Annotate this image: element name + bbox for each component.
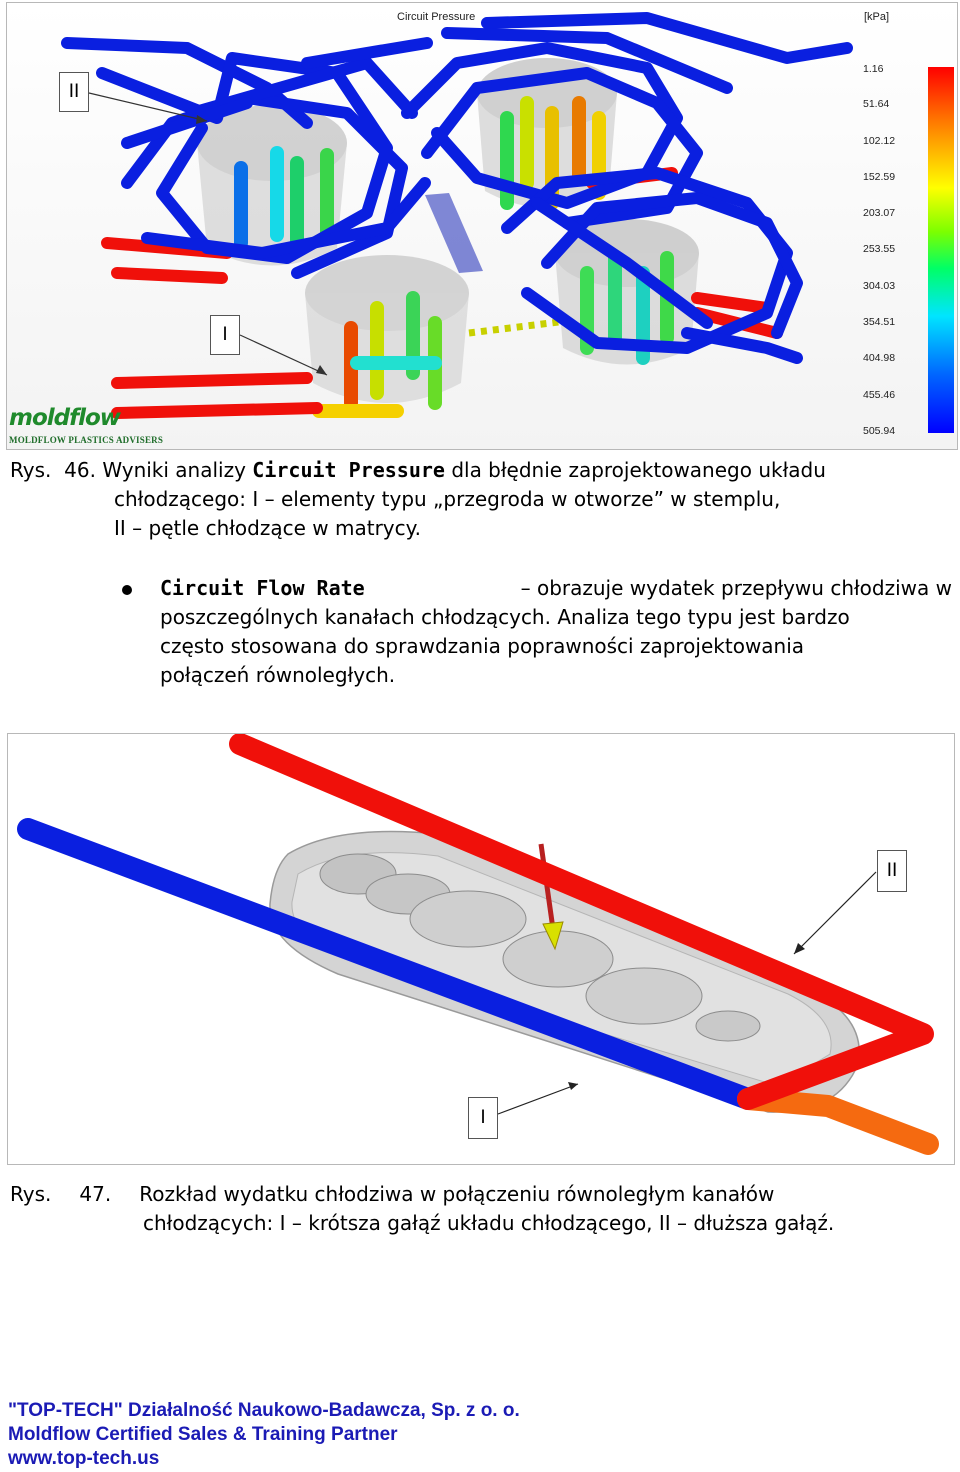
legend-value: 1.16 <box>863 63 884 75</box>
bullet-line-3: często stosowana do sprawdzania poprawno… <box>160 634 805 658</box>
callout-arrows <box>88 92 328 376</box>
bullet-line-4: połączeń równoległych. <box>160 663 396 687</box>
footer: "TOP-TECH" Działalność Naukowo-Badawcza,… <box>8 1399 520 1471</box>
bullet-line-2: poszczególnych kanałach chłodzących. Ana… <box>160 605 850 629</box>
legend-value: 354.51 <box>863 316 896 328</box>
bullet-dot <box>122 585 132 595</box>
bullet-paragraph: Circuit Flow Rate – obrazuje wydatek prz… <box>160 574 952 690</box>
moldflow-logo: moldflow <box>9 405 121 431</box>
legend-value: 455.46 <box>863 389 896 401</box>
legend-title: Circuit Pressure <box>397 11 476 23</box>
caption-number: 46. <box>64 458 96 482</box>
figure-circuit-pressure: II I Circuit Pressure [kPa] 1.16 51.64 1… <box>6 2 958 450</box>
caption-number: 47. <box>79 1182 112 1206</box>
legend-value: 404.98 <box>863 352 896 364</box>
legend-value: 203.07 <box>863 207 896 219</box>
caption-text: Wyniki analizy <box>102 458 246 482</box>
caption-figure-46: Rys. 46. Wyniki analizy Circuit Pressure… <box>10 456 954 543</box>
callout-label-ii: II <box>59 72 89 112</box>
caption-figure-47: Rys. 47. Rozkład wydatku chłodziwa w poł… <box>10 1180 954 1238</box>
figure-circuit-flow-rate: II I <box>7 733 955 1165</box>
legend-unit: [kPa] <box>864 11 890 23</box>
caption-label: Rys. <box>10 1182 52 1206</box>
legend-value: 253.55 <box>863 243 896 255</box>
legend-value: 102.12 <box>863 135 896 147</box>
caption-line-1-wrap: Rozkład wydatku chłodziwa w połączeniu r… <box>139 1180 954 1209</box>
caption-line-3: II – pętle chłodzące w matrycy. <box>114 516 421 540</box>
footer-partner: Moldflow Certified Sales & Training Part… <box>8 1424 398 1445</box>
callout-label-i: I <box>468 1097 498 1139</box>
legend-value: 152.59 <box>863 171 896 183</box>
caption-bold-term: Circuit Pressure <box>252 458 445 482</box>
caption-text: dla błędnie zaprojektowanego układu <box>451 458 826 482</box>
footer-website[interactable]: www.top-tech.us <box>8 1448 160 1469</box>
moldflow-logo-subtitle: MOLDFLOW PLASTICS ADVISERS <box>9 435 164 445</box>
legend-value: 505.94 <box>863 425 896 437</box>
legend-value: 304.03 <box>863 280 896 292</box>
caption-line-2: chłodzących: I – krótsza gałąź układu ch… <box>143 1211 835 1235</box>
callout-label-i: I <box>210 315 240 355</box>
caption-line-2: chłodzącego: I – elementy typu „przegrod… <box>114 487 781 511</box>
flow-rate-render <box>17 734 939 1155</box>
callout-label-ii: II <box>877 850 907 892</box>
cooling-circuit-render <box>61 12 853 419</box>
footer-company: "TOP-TECH" Działalność Naukowo-Badawcza,… <box>8 1400 520 1421</box>
callout-arrows <box>497 871 877 1115</box>
pressure-colorbar <box>928 67 954 433</box>
legend-value: 51.64 <box>863 98 890 110</box>
bullet-term: Circuit Flow Rate <box>160 576 365 600</box>
bullet-text: – obrazuje wydatek przepływu chłodziwa w <box>520 576 952 600</box>
caption-label: Rys. <box>10 458 52 482</box>
caption-line-1: Rozkład wydatku chłodziwa w połączeniu r… <box>139 1182 775 1206</box>
